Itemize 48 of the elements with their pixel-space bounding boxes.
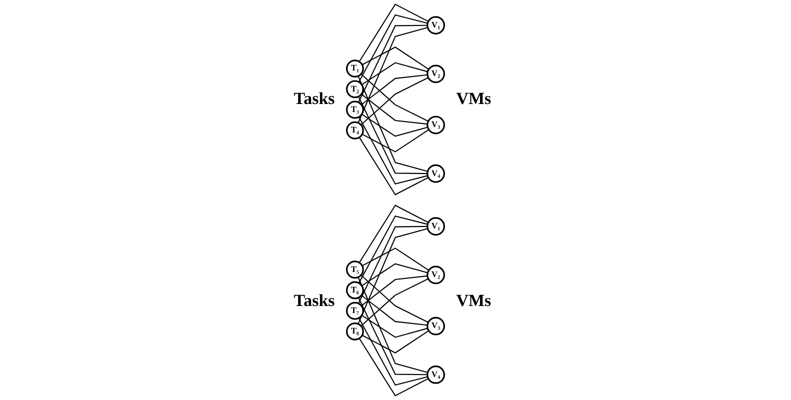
node-circle: V₂ xyxy=(426,64,445,84)
connector xyxy=(358,204,429,263)
connector xyxy=(358,226,428,304)
connector xyxy=(358,276,428,373)
node-circle: V₄ xyxy=(426,164,445,183)
node-circle: V₁ xyxy=(426,217,445,236)
node-circle: T₂ xyxy=(346,80,364,98)
node-circle: V₂ xyxy=(426,266,445,284)
connector xyxy=(362,248,430,271)
connector xyxy=(362,129,430,152)
column-heading: VMs xyxy=(456,89,492,110)
connector xyxy=(358,297,428,376)
connector xyxy=(361,94,428,125)
connector xyxy=(358,318,428,386)
connector xyxy=(362,263,428,286)
node-circle: V₃ xyxy=(426,116,445,134)
connector xyxy=(358,215,428,284)
connector xyxy=(358,76,428,172)
connector xyxy=(362,62,428,86)
connector xyxy=(358,24,428,103)
connector xyxy=(361,275,428,306)
connector xyxy=(358,338,429,396)
node-circle: V₃ xyxy=(426,316,445,336)
connector xyxy=(358,96,428,174)
node-circle: V₁ xyxy=(426,16,445,34)
node-circle: T₁ xyxy=(346,60,364,78)
column-heading: Tasks xyxy=(294,290,335,311)
connector xyxy=(361,294,428,326)
connector xyxy=(358,228,428,324)
connector xyxy=(358,116,428,185)
node-circle: T₃ xyxy=(346,100,364,119)
node-circle: T₆ xyxy=(346,281,364,300)
connector xyxy=(362,314,428,338)
node-circle: V₄ xyxy=(426,366,445,384)
node-circle: T₈ xyxy=(346,322,364,340)
column-heading: Tasks xyxy=(294,89,335,110)
connector xyxy=(358,137,429,196)
node-circle: T₄ xyxy=(346,121,364,140)
column-heading: VMs xyxy=(456,290,492,311)
connector xyxy=(361,74,428,106)
node-circle: T₇ xyxy=(346,302,364,320)
connector xyxy=(358,14,428,82)
connector xyxy=(358,27,428,124)
connector xyxy=(362,46,430,70)
node-circle: T₅ xyxy=(346,260,364,279)
connector xyxy=(362,114,428,137)
connector xyxy=(362,330,430,354)
connector xyxy=(358,4,429,62)
